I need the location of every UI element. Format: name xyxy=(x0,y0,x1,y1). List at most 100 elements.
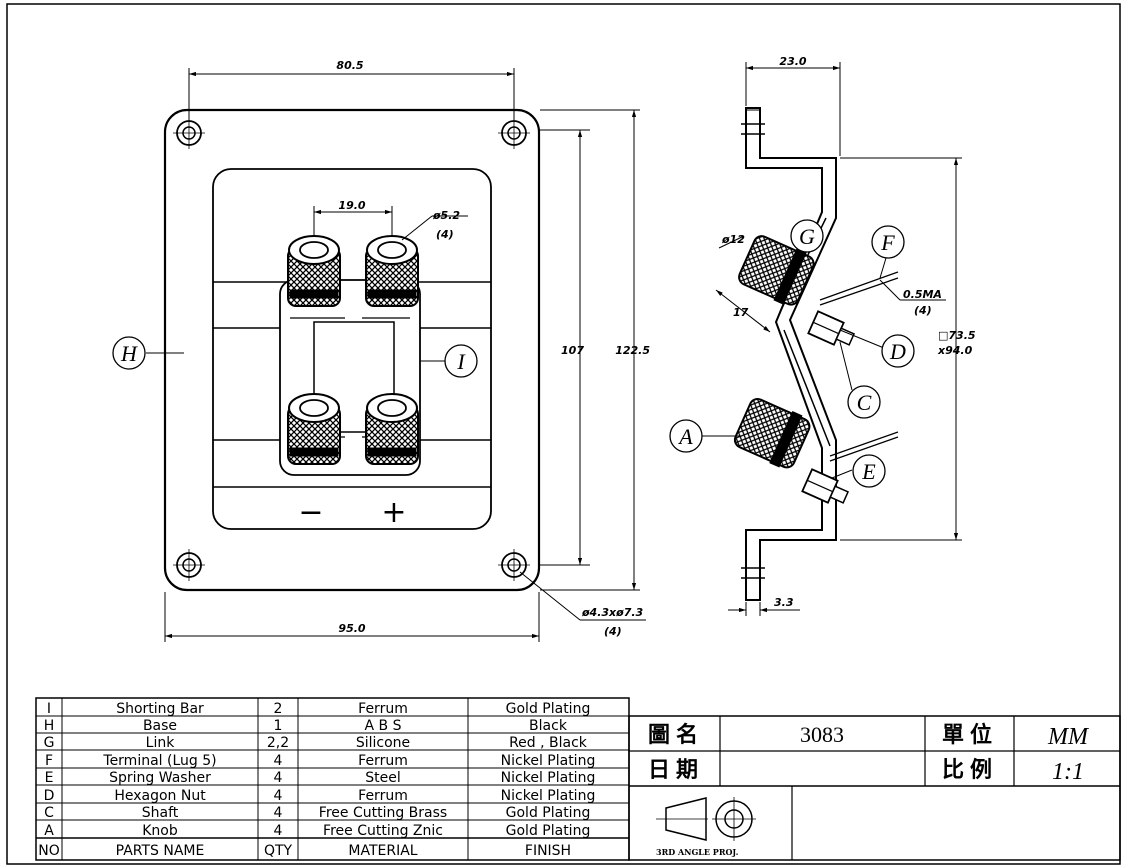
bom-header-qty: QTY xyxy=(264,843,293,859)
callout-d: D xyxy=(881,334,915,368)
side-knob-upper xyxy=(738,235,856,346)
bom-cell-material: A B S xyxy=(365,718,402,734)
front-view xyxy=(163,108,541,592)
callout-a: A xyxy=(669,419,703,453)
callout-i: I xyxy=(444,344,478,378)
callout-f: F xyxy=(871,225,905,259)
terminal-recess xyxy=(212,168,492,530)
dim-pin-dia: ø5.2 xyxy=(432,209,460,222)
dim-lug: 0.5MA xyxy=(903,288,942,301)
bom-header-finish: FINISH xyxy=(525,843,571,859)
bom-cell-qty: 1 xyxy=(274,718,283,734)
bom-cell-finish: Gold Plating xyxy=(506,701,591,717)
bom-cell-qty: 4 xyxy=(274,753,283,769)
bom-cell-qty: 4 xyxy=(274,805,283,821)
bom-cell-finish: Red , Black xyxy=(509,735,588,751)
callout-h: H xyxy=(112,336,146,370)
bom-cell-name: Terminal (Lug 5) xyxy=(102,753,216,769)
svg-text:A: A xyxy=(677,424,693,449)
bom-cell-name: Knob xyxy=(142,823,178,839)
svg-text:F: F xyxy=(880,230,895,255)
bom-row: C Shaft 4 Free Cutting Brass Gold Plating xyxy=(44,805,590,821)
dim-cutout-b: x94.0 xyxy=(937,344,973,357)
bom-cell-no: D xyxy=(44,788,55,804)
svg-text:G: G xyxy=(799,224,815,249)
bom-cell-name: Shaft xyxy=(142,805,179,821)
dim-hole: ø4.3xø7.3 xyxy=(581,606,644,619)
bom-cell-finish: Nickel Plating xyxy=(501,788,596,804)
bom-cell-no: F xyxy=(45,753,53,769)
svg-text:D: D xyxy=(889,339,906,364)
dim-pin-spacing: 19.0 xyxy=(338,199,365,212)
dim-lug-qty: (4) xyxy=(914,304,932,317)
bom-cell-finish: Gold Plating xyxy=(506,805,591,821)
callout-e: E xyxy=(852,454,886,488)
bom-cell-finish: Black xyxy=(529,718,568,734)
dim-flange: 3.3 xyxy=(774,596,794,609)
svg-text:H: H xyxy=(120,341,138,366)
bom-cell-name: Spring Washer xyxy=(109,770,211,786)
drawing-border xyxy=(6,3,1121,865)
title-unit-label: 單位 xyxy=(942,722,998,748)
plus-sign: + xyxy=(381,495,406,530)
side-dimensions xyxy=(715,62,962,616)
bom-cell-material: Free Cutting Znic xyxy=(323,823,443,839)
dim-depth: 23.0 xyxy=(779,55,806,68)
side-view xyxy=(741,107,899,601)
title-scale-value: 1:1 xyxy=(1052,759,1084,785)
dim-knob-dia: ø12 xyxy=(721,233,745,246)
mounting-hole-tr xyxy=(498,117,530,149)
bom-cell-material: Ferrum xyxy=(358,753,408,769)
bom-cell-qty: 2 xyxy=(274,701,283,717)
title-block xyxy=(628,715,1121,861)
bom-cell-no: A xyxy=(44,823,54,839)
bom-cell-material: Ferrum xyxy=(358,788,408,804)
side-knob-lower xyxy=(733,397,850,504)
mounting-hole-br xyxy=(498,549,530,581)
knob-top-right xyxy=(365,235,419,307)
dim-hole-qty: (4) xyxy=(604,625,622,638)
title-scale-label: 比例 xyxy=(942,758,998,783)
bom-cell-material: Free Cutting Brass xyxy=(319,805,447,821)
knob-bottom-right xyxy=(365,393,419,465)
bom-header-no: NO xyxy=(38,843,60,859)
knob-top-left xyxy=(287,235,341,307)
bom-cell-material: Steel xyxy=(365,770,401,786)
bom-row: A Knob 4 Free Cutting Znic Gold Plating xyxy=(44,823,590,839)
dim-knob-len: 17 xyxy=(733,306,749,319)
bom-cell-qty: 4 xyxy=(274,823,283,839)
mounting-hole-bl xyxy=(173,549,205,581)
title-name-value: 3083 xyxy=(800,722,844,747)
bom-cell-qty: 4 xyxy=(274,770,283,786)
bom-cell-no: C xyxy=(44,805,54,821)
bom-cell-no: G xyxy=(44,735,55,751)
dim-cutout-a: □73.5 xyxy=(938,329,976,342)
knob-bottom-left xyxy=(287,393,341,465)
bom-cell-finish: Nickel Plating xyxy=(501,770,596,786)
callout-g: G xyxy=(790,219,824,253)
bom-cell-qty: 2,2 xyxy=(267,735,289,751)
projection-label: 3RD ANGLE PROJ. xyxy=(656,847,739,857)
bom-cell-finish: Gold Plating xyxy=(506,823,591,839)
dim-pin-qty: (4) xyxy=(436,228,454,241)
bom-cell-name: Base xyxy=(143,718,177,734)
title-name-label: 圖名 xyxy=(648,722,704,748)
bom-header-name: PARTS NAME xyxy=(116,843,205,859)
minus-sign: − xyxy=(298,495,323,530)
callout-c: C xyxy=(847,385,881,419)
base-plate xyxy=(163,108,541,592)
dim-top-width: 80.5 xyxy=(336,59,363,72)
bom-cell-qty: 4 xyxy=(274,788,283,804)
bom-cell-name: Link xyxy=(146,735,176,751)
bom-cell-no: I xyxy=(47,701,51,717)
front-dimensions xyxy=(146,68,646,642)
bom-cell-finish: Nickel Plating xyxy=(501,753,596,769)
dim-inner-height: 107 xyxy=(561,344,584,357)
